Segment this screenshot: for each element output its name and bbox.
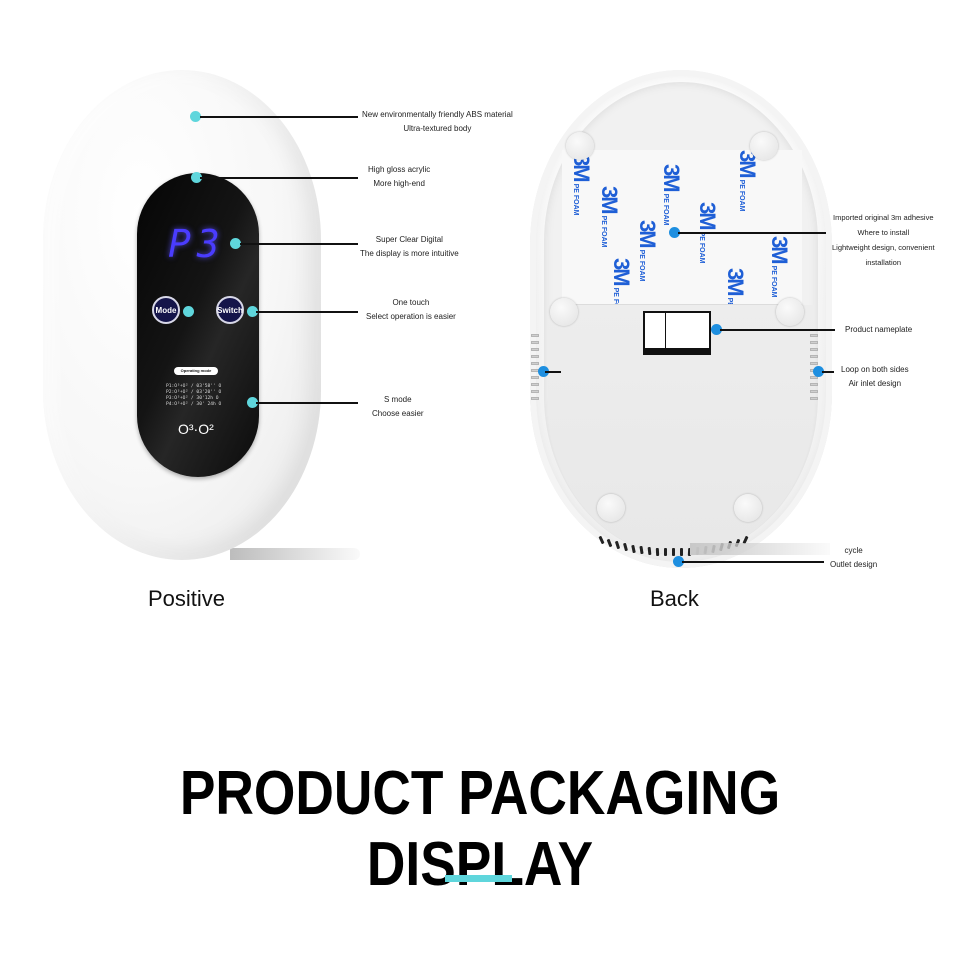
digital-display: P3 [168, 222, 226, 266]
bottom-outlet-vents [598, 532, 760, 557]
mode-button[interactable]: Mode [152, 296, 180, 324]
mode-row: P4:O³+O² / 30' 24h O [166, 402, 222, 407]
3m-logo: 3M [695, 202, 720, 229]
mode-table: P1:O³+O² / 03'58'' O P2:O³+O² / 03'20'' … [166, 384, 236, 408]
callout-line: Ultra-textured body [403, 124, 472, 133]
operating-mode-label: Operating mode [174, 367, 218, 375]
callout-dot-body [190, 111, 201, 122]
callout-line: Outlet design [830, 560, 878, 569]
callout-line: cycle [844, 546, 863, 555]
front-view-label: Positive [148, 586, 226, 611]
callout-leader-outlet [682, 561, 824, 563]
callout-line: The display is more intuitive [360, 249, 459, 258]
callout-line: installation [865, 258, 902, 267]
callout-leader-nameplate [720, 329, 835, 331]
callout-dot-switch [247, 306, 258, 317]
pe-foam-text: PE FOAM [698, 231, 705, 264]
callout-acrylic: High gloss acrylic More high-end [368, 163, 430, 191]
rubber-foot [776, 298, 804, 326]
callout-display: Super Clear Digital The display is more … [360, 233, 459, 261]
rubber-foot [597, 494, 625, 522]
callout-leader-right-inlet [822, 371, 834, 373]
pe-foam-text: PE FOAM [662, 193, 669, 226]
callout-leader-body [200, 116, 358, 118]
callout-line: Product nameplate [845, 325, 913, 334]
pe-foam-text: PE FOAM [638, 249, 645, 282]
mode-row: P3:O³+O² / 30'12h O [166, 396, 219, 401]
product-nameplate [643, 311, 711, 355]
left-air-inlet-vents [531, 334, 539, 404]
callout-line: One touch [392, 298, 430, 307]
rubber-foot [750, 132, 778, 160]
right-air-inlet-vents [810, 334, 818, 404]
back-device-shadow [690, 543, 830, 555]
callout-leader-acrylic [200, 177, 358, 179]
page-title: PRODUCT PACKAGING DISPLAY [179, 759, 781, 899]
3m-logo: 3M [723, 268, 748, 295]
front-device-shadow [230, 548, 360, 560]
callout-dot-display [230, 238, 241, 249]
pe-foam-text: PE FOAM [612, 287, 619, 305]
callout-leader-display [240, 243, 358, 245]
callout-dot-acrylic [191, 172, 202, 183]
front-control-panel [137, 173, 259, 477]
pe-foam-text: PE FOAM [738, 179, 745, 212]
callout-line: New environmentally friendly ABS materia… [362, 110, 513, 119]
callout-dot-left-inlet [538, 366, 549, 377]
callout-dot-nameplate [711, 324, 722, 335]
callout-line: Loop on both sides [841, 365, 909, 374]
ozone-oxygen-label: O³·O² [178, 421, 214, 437]
3m-foam-adhesive: 3MPE FOAM 3MPE FOAM 3MPE FOAM 3MPE FOAM … [562, 150, 802, 305]
callout-leader-adhesive [678, 232, 826, 234]
callout-line: High gloss acrylic [368, 165, 431, 174]
pe-foam-text: PE FOAM [600, 215, 607, 248]
callout-line: Choose easier [372, 409, 424, 418]
mode-row: P1:O³+O² / 03'58'' O [166, 384, 222, 389]
callout-dot-smode [247, 397, 258, 408]
callout-dot-right-inlet [813, 366, 824, 377]
switch-button[interactable]: Switch [216, 296, 244, 324]
rubber-foot [566, 132, 594, 160]
3m-logo: 3M [767, 236, 792, 263]
pe-foam-text: PE FOAM [770, 265, 777, 298]
callout-nameplate: Product nameplate [845, 323, 912, 337]
callout-dot-outlet [673, 556, 684, 567]
callout-line: S mode [384, 395, 412, 404]
3m-logo: 3M [609, 258, 634, 285]
3m-logo: 3M [659, 164, 684, 191]
callout-leader-buttons [256, 311, 358, 313]
pe-foam-text: PE FOAM [572, 183, 579, 216]
callout-air-inlet: Loop on both sides Air inlet design [841, 363, 909, 391]
callout-line: Imported original 3m adhesive [833, 213, 934, 222]
callout-dot-mode [183, 306, 194, 317]
callout-one-touch: One touch Select operation is easier [366, 296, 456, 324]
rubber-foot [734, 494, 762, 522]
callout-line: Air inlet design [848, 379, 902, 388]
callout-line: Lightweight design, convenient [832, 243, 935, 252]
mode-row: P2:O³+O² / 03'20'' O [166, 390, 222, 395]
callout-line: Select operation is easier [366, 312, 456, 321]
callout-line: Super Clear Digital [375, 235, 443, 244]
pe-foam-text: PE FOAM [726, 298, 733, 304]
back-view-label: Back [650, 586, 699, 611]
rubber-foot [550, 298, 578, 326]
callout-line: More high-end [373, 179, 425, 188]
3m-logo: 3M [635, 220, 660, 247]
callout-line: Where to install [857, 228, 910, 237]
callout-leader-smode [256, 402, 358, 404]
3m-logo: 3M [597, 186, 622, 213]
callout-leader-left-inlet [545, 371, 561, 373]
callout-dot-adhesive [669, 227, 680, 238]
callout-smode: S mode Choose easier [372, 393, 424, 421]
callout-body-material: New environmentally friendly ABS materia… [362, 108, 513, 136]
accent-bar [445, 875, 512, 882]
callout-outlet: cycle Outlet design [830, 544, 877, 572]
callout-adhesive: Imported original 3m adhesive Where to i… [832, 210, 935, 270]
